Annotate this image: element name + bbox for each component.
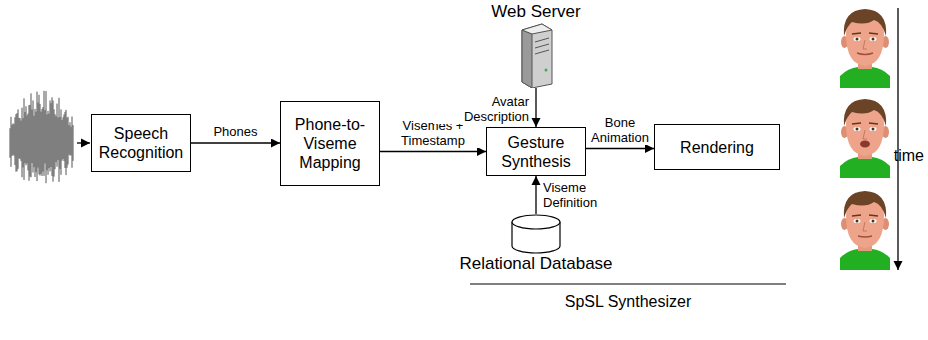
- node-text: Gesture Synthesis: [487, 133, 585, 171]
- process-box: Phone-to-Viseme Mapping: [280, 101, 380, 186]
- edge-label: Avatar Description: [433, 94, 529, 124]
- avatar-face: [838, 94, 892, 178]
- avatar-face: [838, 4, 892, 88]
- connector-arrow: [380, 151, 486, 152]
- synthesizer-bracket: [470, 284, 786, 285]
- speech-waveform: [10, 91, 73, 183]
- server-icon: Web Server: [486, 2, 586, 88]
- process-box: Speech Recognition: [91, 114, 191, 172]
- database-cylinder: Relational Database: [454, 214, 618, 274]
- connector-arrow: [586, 148, 654, 149]
- time-arrow: [897, 8, 898, 270]
- process-box: Rendering: [654, 124, 780, 170]
- server-graphic: [516, 22, 556, 88]
- edge-label: Phones: [196, 124, 276, 139]
- database-graphic: [511, 214, 561, 254]
- node-text: Web Server: [491, 2, 580, 22]
- input-arrow: [77, 142, 90, 143]
- group-label: SpSL Synthesizer: [565, 292, 692, 311]
- connector-arrow: [535, 176, 536, 214]
- node-text: Speech Recognition: [92, 124, 190, 162]
- axis-label: time: [894, 146, 924, 165]
- node-text: Relational Database: [459, 254, 612, 274]
- node-text: Phone-to-Viseme Mapping: [281, 115, 379, 172]
- connector-arrow: [191, 142, 280, 143]
- edge-label: Bone Animation: [588, 115, 652, 145]
- avatar-face: [838, 186, 892, 270]
- node-text: Rendering: [655, 138, 779, 157]
- process-box: Gesture Synthesis: [486, 127, 586, 176]
- edge-label: Viseme Definition: [543, 180, 623, 210]
- connector-arrow: [535, 88, 536, 127]
